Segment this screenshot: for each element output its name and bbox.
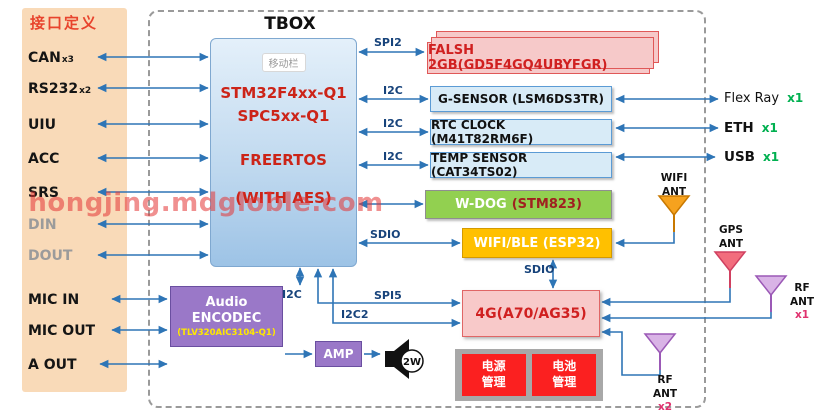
audio-codec-line1: Audio xyxy=(205,294,248,310)
mcu-aes: (WITH AES) xyxy=(235,189,332,207)
interface-panel xyxy=(22,8,127,392)
usb-label: USB xyxy=(724,149,755,165)
panel-item-label: MIC IN xyxy=(28,292,80,308)
speaker-power-label: 2W xyxy=(403,357,421,368)
panel-item-rs232: RS232x2 xyxy=(28,77,91,99)
amp-block: AMP xyxy=(315,341,362,367)
panel-item-label: RS232 xyxy=(28,81,79,97)
panel-item-label: ACC xyxy=(28,151,60,167)
bus-label-i2c-gsensor: I2C xyxy=(383,84,403,97)
temp-sensor-block: TEMP SENSOR (CAT34TS02) xyxy=(430,151,612,179)
bus-label-sdio-4g: SDIO xyxy=(524,263,555,276)
panel-item-a-out: A OUT xyxy=(28,353,77,375)
panel-item-label: SRS xyxy=(28,185,59,201)
panel-item-din: DIN xyxy=(28,213,57,235)
panel-item-count: x3 xyxy=(61,55,74,65)
flexray-label: Flex Ray xyxy=(724,91,780,106)
bus-label-spi5: SPI5 xyxy=(374,289,402,302)
watchdog-part: (STM823) xyxy=(511,197,582,212)
panel-item-count: x2 xyxy=(79,86,92,96)
panel-item-mic-in: MIC IN xyxy=(28,288,79,310)
watchdog-name: W-DOG xyxy=(455,197,507,212)
gsensor-block: G-SENSOR (LSM6DS3TR) xyxy=(430,86,612,112)
flexray-count: x1 xyxy=(787,91,804,105)
wifi-ble-block: WIFI/BLE (ESP32) xyxy=(462,228,612,258)
battery-mgmt-label: 电池管理 xyxy=(552,359,577,389)
audio-codec-line2: ENCODEC xyxy=(191,310,262,326)
bus-label-i2c2: I2C2 xyxy=(341,308,369,321)
speaker-icon: 2W xyxy=(385,339,424,379)
tbox-boundary xyxy=(148,10,706,408)
mcu-os: FREERTOS xyxy=(240,151,327,169)
power-mgmt-block: 电源管理 xyxy=(461,354,526,396)
watermark: hongjing.mdgloble.com xyxy=(28,188,384,218)
bus-label-i2c-rtc: I2C xyxy=(383,117,403,130)
panel-item-srs: SRS xyxy=(28,181,59,203)
rtc-block: RTC CLOCK (M41T82RM6F) xyxy=(430,118,612,146)
mcu-block: 移动栏 STM32F4xx-Q1 SPC5xx-Q1 FREERTOS (WIT… xyxy=(210,38,357,267)
audio-codec-block: Audio ENCODEC (TLV320AIC3104-Q1) xyxy=(170,286,283,347)
panel-item-label: CAN xyxy=(28,50,61,66)
bus-label-spi2: SPI2 xyxy=(374,36,402,49)
panel-item-dout: DOUT xyxy=(28,244,72,266)
eth-label: ETH xyxy=(724,120,754,136)
eth-count: x1 xyxy=(761,121,778,135)
rf-antenna-2-icon xyxy=(643,333,677,370)
interface-usb: USB x1 xyxy=(724,149,779,165)
bus-label-sdio-wifi: SDIO xyxy=(370,228,401,241)
rf-antenna-2-label: RF ANT x2 xyxy=(650,374,680,415)
panel-item-label: MIC OUT xyxy=(28,323,96,339)
panel-item-label: UIU xyxy=(28,117,56,133)
panel-item-can: CANx3 xyxy=(28,46,74,68)
wifi-antenna-icon xyxy=(657,195,691,232)
audio-codec-part: (TLV320AIC3104-Q1) xyxy=(177,328,276,339)
battery-mgmt-block: 电池管理 xyxy=(532,354,597,396)
usb-count: x1 xyxy=(762,150,780,164)
bus-label-i2c-audio: I2C xyxy=(282,288,302,301)
panel-item-acc: ACC xyxy=(28,147,59,169)
4g-module-block: 4G(A70/AG35) xyxy=(462,290,600,337)
mcu-part-1: STM32F4xx-Q1 xyxy=(220,84,347,102)
mcu-overlay-tag: 移动栏 xyxy=(261,53,306,72)
rf-antenna-1-count: x1 xyxy=(794,309,810,322)
panel-item-uiu: UIU xyxy=(28,113,56,135)
interface-eth: ETH x1 xyxy=(724,120,778,136)
panel-item-label: DIN xyxy=(28,217,57,233)
rf-antenna-1-text: RF ANT xyxy=(789,282,815,308)
rf-antenna-2-text: RF ANT xyxy=(652,374,678,400)
panel-item-mic-out: MIC OUT xyxy=(28,319,95,341)
power-management-group: 电源管理 电池管理 xyxy=(455,349,603,401)
power-mgmt-label: 电源管理 xyxy=(481,359,506,389)
gps-antenna-icon xyxy=(713,251,747,288)
gps-antenna-label: GPS ANT xyxy=(718,224,744,250)
interface-flexray: Flex Ray x1 xyxy=(724,91,803,106)
wifi-antenna-label: WIFI ANT xyxy=(660,172,688,198)
rf-antenna-2-count: x2 xyxy=(657,401,673,414)
interface-panel-title: 接口定义 xyxy=(30,14,99,32)
rf-antenna-1-icon xyxy=(754,275,788,312)
rf-antenna-1-label: RF ANT x1 xyxy=(787,282,817,323)
panel-item-label: DOUT xyxy=(28,248,73,264)
watchdog-block: W-DOG (STM823) xyxy=(425,190,612,219)
tbox-title: TBOX xyxy=(264,14,316,34)
flash-block: FALSH 2GB(GD5F4GQ4UBYFGR) xyxy=(427,31,659,74)
panel-item-label: A OUT xyxy=(28,357,77,373)
bus-label-i2c-temp: I2C xyxy=(383,150,403,163)
mcu-part-2: SPC5xx-Q1 xyxy=(237,107,330,125)
